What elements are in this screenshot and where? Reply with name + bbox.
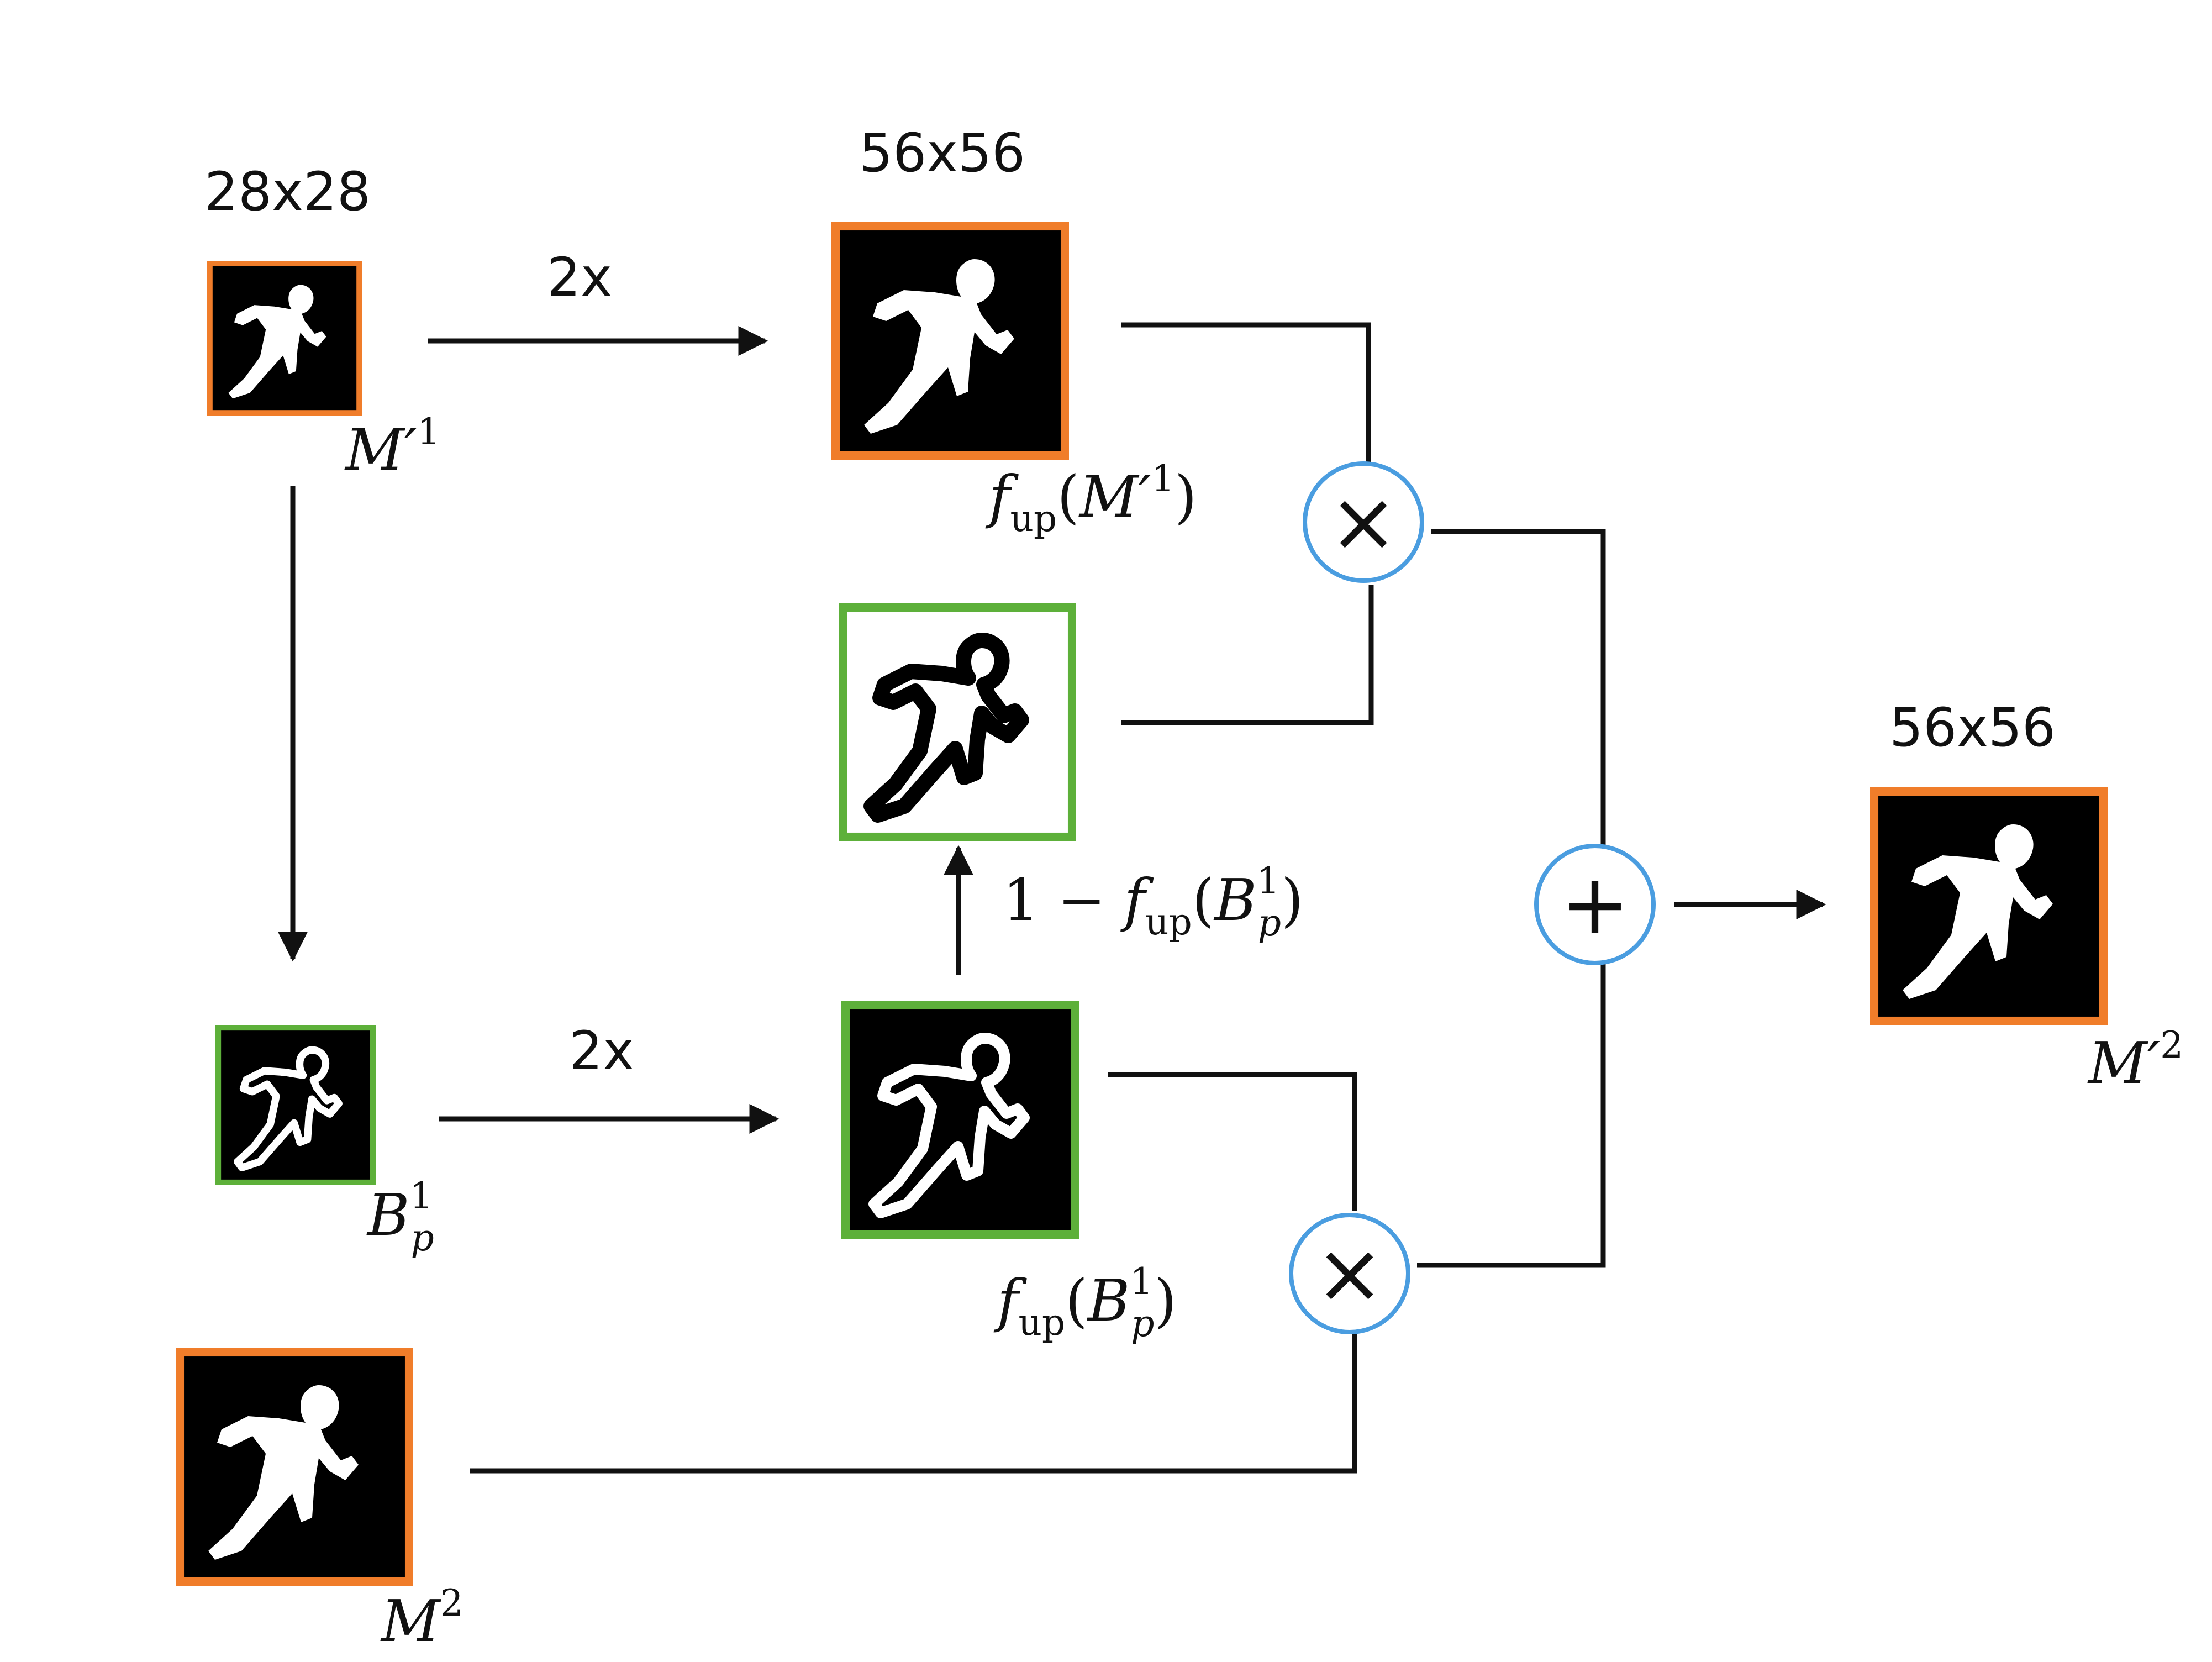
connector-mul-bottom-to-add xyxy=(1417,963,1606,1268)
outline-icon xyxy=(863,633,1029,823)
silhouette-icon xyxy=(1903,824,2053,999)
connector-upboundary-to-mul xyxy=(1108,1072,1357,1211)
plus-icon: + xyxy=(1560,856,1630,953)
size-label-56-top: 56x56 xyxy=(859,122,1025,184)
upsample-label-bottom: 2x xyxy=(569,1020,634,1082)
silhouette-icon xyxy=(228,285,326,399)
label-m-prime-1: M′1 xyxy=(344,411,440,483)
add-operator: + xyxy=(1534,844,1656,965)
multiply-operator-bottom: × xyxy=(1289,1213,1410,1334)
connector-invboundary-to-mul xyxy=(1121,585,1374,725)
size-label-28: 28x28 xyxy=(204,161,371,223)
multiply-operator-top: × xyxy=(1303,461,1424,583)
output-mask-image xyxy=(1870,787,2108,1025)
multiply-icon: × xyxy=(1315,1226,1384,1322)
multiply-icon: × xyxy=(1329,474,1398,570)
label-fup-m-prime-1: fup(M′1) xyxy=(985,457,1197,540)
outline-icon xyxy=(868,1033,1030,1218)
connector-upmask-to-mul xyxy=(1121,322,1371,463)
mask-m2-image xyxy=(176,1348,413,1586)
connector-mul-top-to-add xyxy=(1431,529,1606,846)
silhouette-icon xyxy=(208,1385,359,1560)
upsample-label-top: 2x xyxy=(547,246,612,308)
label-m-2: M2 xyxy=(380,1582,464,1655)
mask-m1-image xyxy=(207,261,362,416)
upsampled-mask-image xyxy=(831,222,1069,460)
connector-m2-to-mul xyxy=(470,1333,1357,1474)
upsampled-boundary-image xyxy=(841,1001,1079,1239)
inverted-boundary-image xyxy=(839,603,1076,841)
silhouette-icon xyxy=(864,259,1014,434)
outline-icon xyxy=(234,1046,343,1172)
size-label-56-output: 56x56 xyxy=(1889,697,2056,759)
boundary-b1-image xyxy=(215,1025,376,1185)
label-m-prime-2: M′2 xyxy=(2087,1024,2183,1097)
